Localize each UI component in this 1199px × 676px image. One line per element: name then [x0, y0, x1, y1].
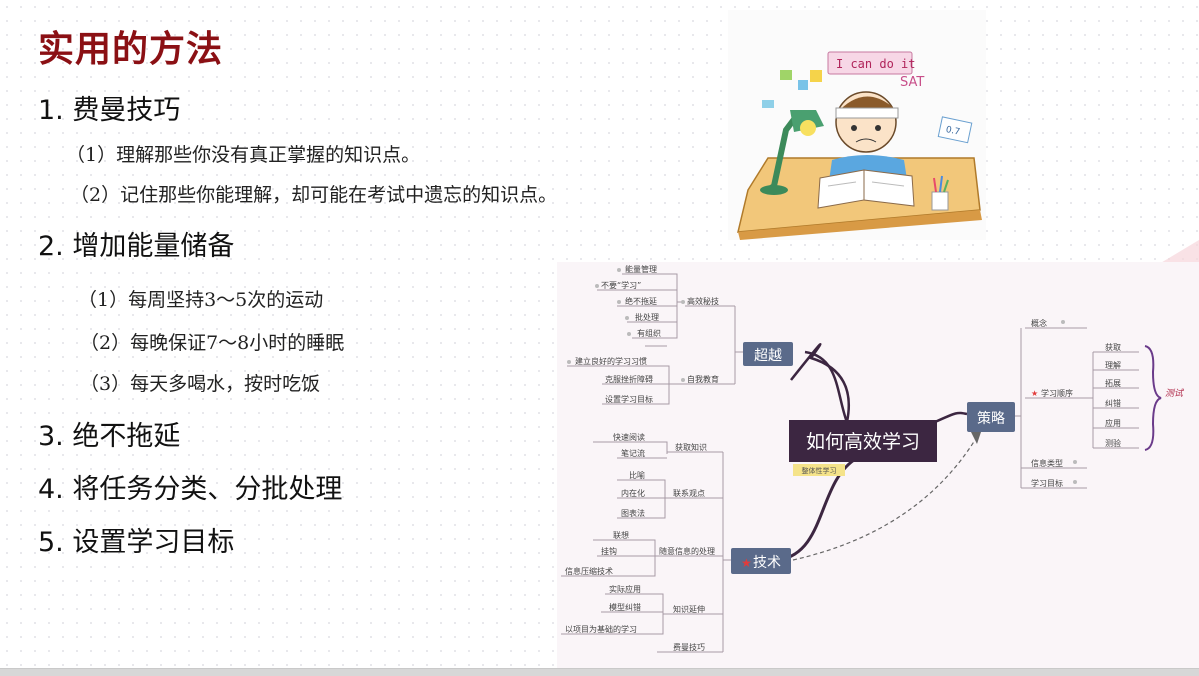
mind-map: 如何高效学习 整体性学习 超越 策略 ★ 技术 能量管理 不要“学习” 绝不拖延… [557, 262, 1199, 668]
heading-1: 1. 费曼技巧 [38, 95, 181, 126]
mm-item: 学习目标 [1031, 478, 1063, 488]
mm-leaf: 有组织 [637, 328, 661, 338]
mm-leaf: 内在化 [621, 488, 645, 498]
mm-group: 知识延伸 [673, 604, 705, 614]
test-label: 测试 [1165, 388, 1185, 399]
star-icon: ★ [741, 556, 752, 570]
heading-5: 5. 设置学习目标 [38, 527, 235, 558]
mm-leaf: 绝不拖延 [625, 296, 657, 306]
mm-leaf: 以项目为基础的学习 [565, 624, 637, 634]
mm-leaf: 信息压缩技术 [565, 566, 613, 576]
sub-2-3: （3）每天多喝水，按时吃饭 [80, 373, 321, 395]
mm-group: 随意信息的处理 [659, 546, 715, 556]
mm-leaf: 比喻 [629, 470, 645, 480]
mm-group: 高效秘技 [687, 296, 719, 306]
sub-2-1: （1）每周坚持3～5次的运动 [78, 289, 324, 311]
star-icon: ★ [1031, 389, 1038, 398]
mm-leaf: 挂钩 [601, 546, 617, 556]
mm-group: 自我教育 [687, 374, 719, 384]
node-celue: 策略 [977, 410, 1005, 427]
mm-item: 学习顺序 [1041, 388, 1073, 398]
mm-leaf: 笔记流 [621, 448, 645, 458]
mm-group: 获取知识 [675, 442, 707, 452]
sub-1-1: （1）理解那些你没有真正掌握的知识点。 [66, 144, 421, 166]
page-title: 实用的方法 [38, 29, 224, 70]
mm-step: 纠错 [1105, 398, 1121, 408]
mm-step: 获取 [1105, 342, 1121, 352]
sub-1-2: （2）记住那些你能理解，却可能在考试中遗忘的知识点。 [70, 184, 558, 206]
student-studying-illustration: I can do it SAT 0.7 [728, 10, 986, 240]
mm-item: 概念 [1031, 318, 1047, 328]
mm-leaf: 建立良好的学习习惯 [575, 356, 647, 366]
node-chaoyue: 超越 [754, 348, 782, 364]
mm-leaf: 设置学习目标 [605, 394, 653, 404]
mm-leaf: 能量管理 [625, 264, 657, 274]
mind-map-center: 如何高效学习 [806, 431, 920, 453]
mm-leaf: 快速阅读 [613, 432, 645, 442]
mm-leaf: 不要“学习” [601, 280, 641, 290]
sub-2-2: （2）每晚保证7～8小时的睡眠 [80, 332, 345, 354]
mm-group: 费曼技巧 [673, 642, 705, 652]
mm-leaf: 实际应用 [609, 584, 641, 594]
mm-leaf: 克服挫折障碍 [605, 374, 653, 384]
center-tag: 整体性学习 [802, 466, 837, 475]
heading-3: 3. 绝不拖延 [38, 421, 181, 452]
mm-leaf: 模型纠错 [609, 602, 641, 612]
mm-group: 联系观点 [673, 488, 705, 498]
mm-step: 拓展 [1105, 378, 1121, 388]
mm-leaf: 批处理 [635, 312, 659, 322]
mm-leaf: 联想 [613, 530, 629, 540]
heading-4: 4. 将任务分类、分批处理 [38, 474, 343, 505]
node-jishu: 技术 [753, 555, 781, 571]
mm-step: 应用 [1105, 418, 1121, 428]
board-text: I can do it [836, 57, 915, 71]
heading-2: 2. 增加能量储备 [38, 231, 235, 262]
mm-step: 测验 [1105, 438, 1121, 448]
sat-text: SAT [900, 75, 924, 90]
status-bar [0, 668, 1199, 676]
mm-step: 理解 [1105, 360, 1121, 370]
card-text: 0.7 [945, 125, 961, 138]
mm-leaf: 图表法 [621, 508, 645, 518]
mm-item: 信息类型 [1031, 458, 1063, 468]
